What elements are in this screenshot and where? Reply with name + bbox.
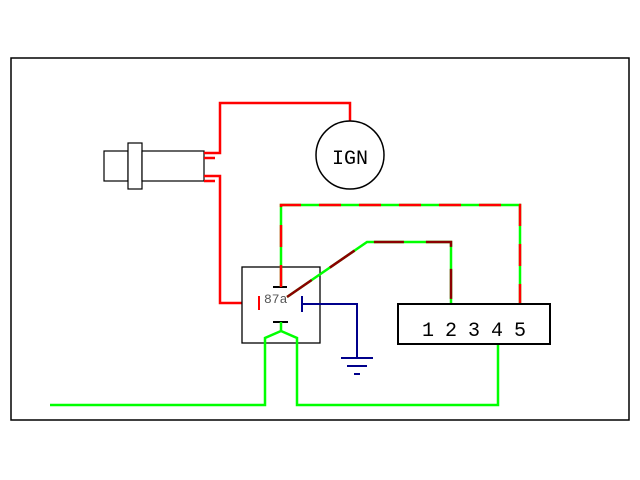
connector-pin-4: 4 — [491, 320, 503, 343]
connector: 1 2 3 4 5 — [397, 303, 551, 345]
diagram-frame — [10, 57, 630, 421]
connector-pin-5: 5 — [514, 320, 526, 343]
red-wire-relay — [204, 174, 259, 305]
connector-pin-3: 3 — [468, 320, 480, 343]
switch-sensor — [103, 142, 205, 190]
connector-pin-1: 1 — [422, 320, 434, 343]
wire-relay-to-pin5-dash — [279, 203, 522, 304]
relay-label: 87a — [264, 292, 288, 307]
ignition-source: IGN — [315, 120, 385, 190]
red-wire-ign — [204, 101, 352, 160]
ground-wire — [302, 303, 373, 375]
connector-pin-2: 2 — [445, 320, 457, 343]
ignition-label: IGN — [332, 148, 368, 171]
wire-relay-to-pin2-dash — [286, 240, 453, 304]
green-wire-right — [280, 329, 500, 407]
green-wire-left — [50, 329, 282, 407]
